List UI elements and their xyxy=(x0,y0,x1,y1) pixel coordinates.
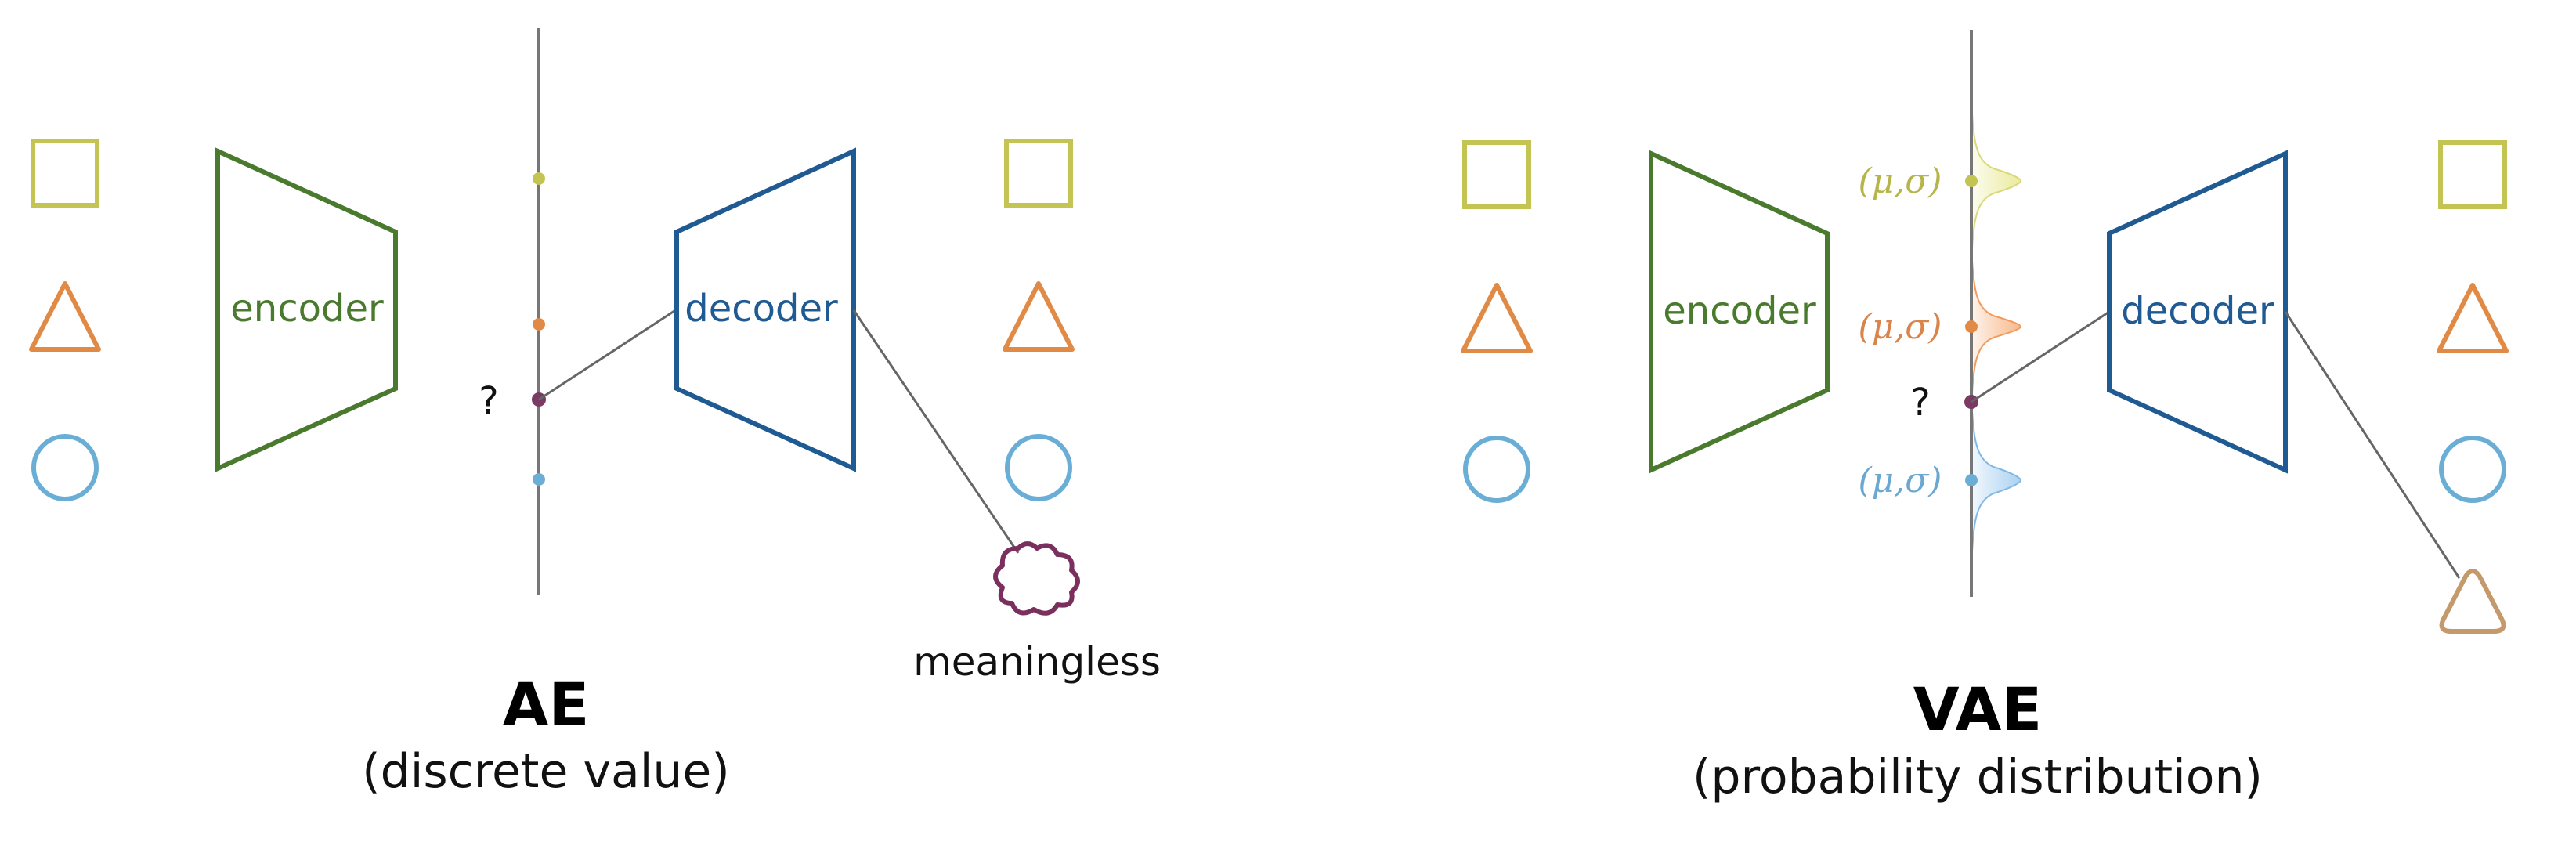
vae-subtitle: (probability distribution) xyxy=(1693,750,2263,804)
ae-output-square-icon xyxy=(1004,139,1073,208)
ae-decoder-block xyxy=(674,147,856,472)
vae-title: VAE xyxy=(1913,674,2042,744)
vae-panel: encoder (μ,σ) (μ,σ) (μ,σ) ? decoder VAE … xyxy=(1461,30,2509,804)
vae-param-label-yellow: (μ,σ) xyxy=(1859,161,1942,201)
vae-latent-to-decoder-line xyxy=(1971,310,2110,403)
ae-input-square-icon xyxy=(31,139,99,208)
ae-meaningless-label: meaningless xyxy=(913,639,1161,685)
vae-gaussian-blue xyxy=(1971,399,2022,565)
vae-output-square-icon xyxy=(2438,140,2507,209)
vae-latent-point-blue xyxy=(1965,474,1978,486)
ae-input-triangle-icon xyxy=(29,281,101,352)
vae-decoder-to-output-line xyxy=(2284,311,2461,579)
ae-output-circle-icon xyxy=(1005,434,1072,501)
ae-decoder-to-output-line xyxy=(852,309,1020,554)
vae-param-label-blue: (μ,σ) xyxy=(1859,461,1942,501)
ae-input-circle-icon xyxy=(31,434,99,501)
vae-reconstructed-triangle-icon xyxy=(2439,569,2506,634)
vae-output-triangle-icon xyxy=(2437,283,2509,353)
vae-input-triangle-icon xyxy=(1461,283,1533,353)
vae-latent-point-orange xyxy=(1965,320,1978,333)
vae-encoder-label: encoder xyxy=(1663,289,1816,333)
ae-encoder-block xyxy=(215,147,398,472)
ae-decoder-label: decoder xyxy=(685,287,838,331)
ae-title: AE xyxy=(503,670,590,739)
ae-latent-point-blue xyxy=(533,473,545,486)
vae-encoder-block xyxy=(1649,150,1830,474)
ae-latent-point-orange xyxy=(533,318,545,331)
vae-param-label-orange: (μ,σ) xyxy=(1859,307,1942,347)
ae-panel: encoder ? decoder meaningless AE (discre… xyxy=(29,28,1161,799)
vae-input-circle-icon xyxy=(1463,436,1530,503)
ae-question-mark: ? xyxy=(479,379,498,423)
vae-latent-point-yellow xyxy=(1965,175,1978,187)
vae-question-mark: ? xyxy=(1910,381,1930,425)
ae-latent-to-decoder-line xyxy=(538,308,677,401)
ae-output-triangle-icon xyxy=(1003,281,1075,352)
vae-input-square-icon xyxy=(1462,140,1531,209)
ae-meaningless-blob-icon xyxy=(993,541,1080,616)
vae-gaussian-yellow xyxy=(1971,101,2022,261)
ae-latent-point-yellow xyxy=(533,172,545,185)
vae-gaussian-orange xyxy=(1971,248,2022,405)
vae-decoder-block xyxy=(2107,150,2288,474)
vae-decoder-label: decoder xyxy=(2121,289,2274,333)
ae-subtitle: (discrete value) xyxy=(362,744,729,799)
ae-encoder-label: encoder xyxy=(230,287,384,331)
vae-output-circle-icon xyxy=(2439,436,2506,503)
